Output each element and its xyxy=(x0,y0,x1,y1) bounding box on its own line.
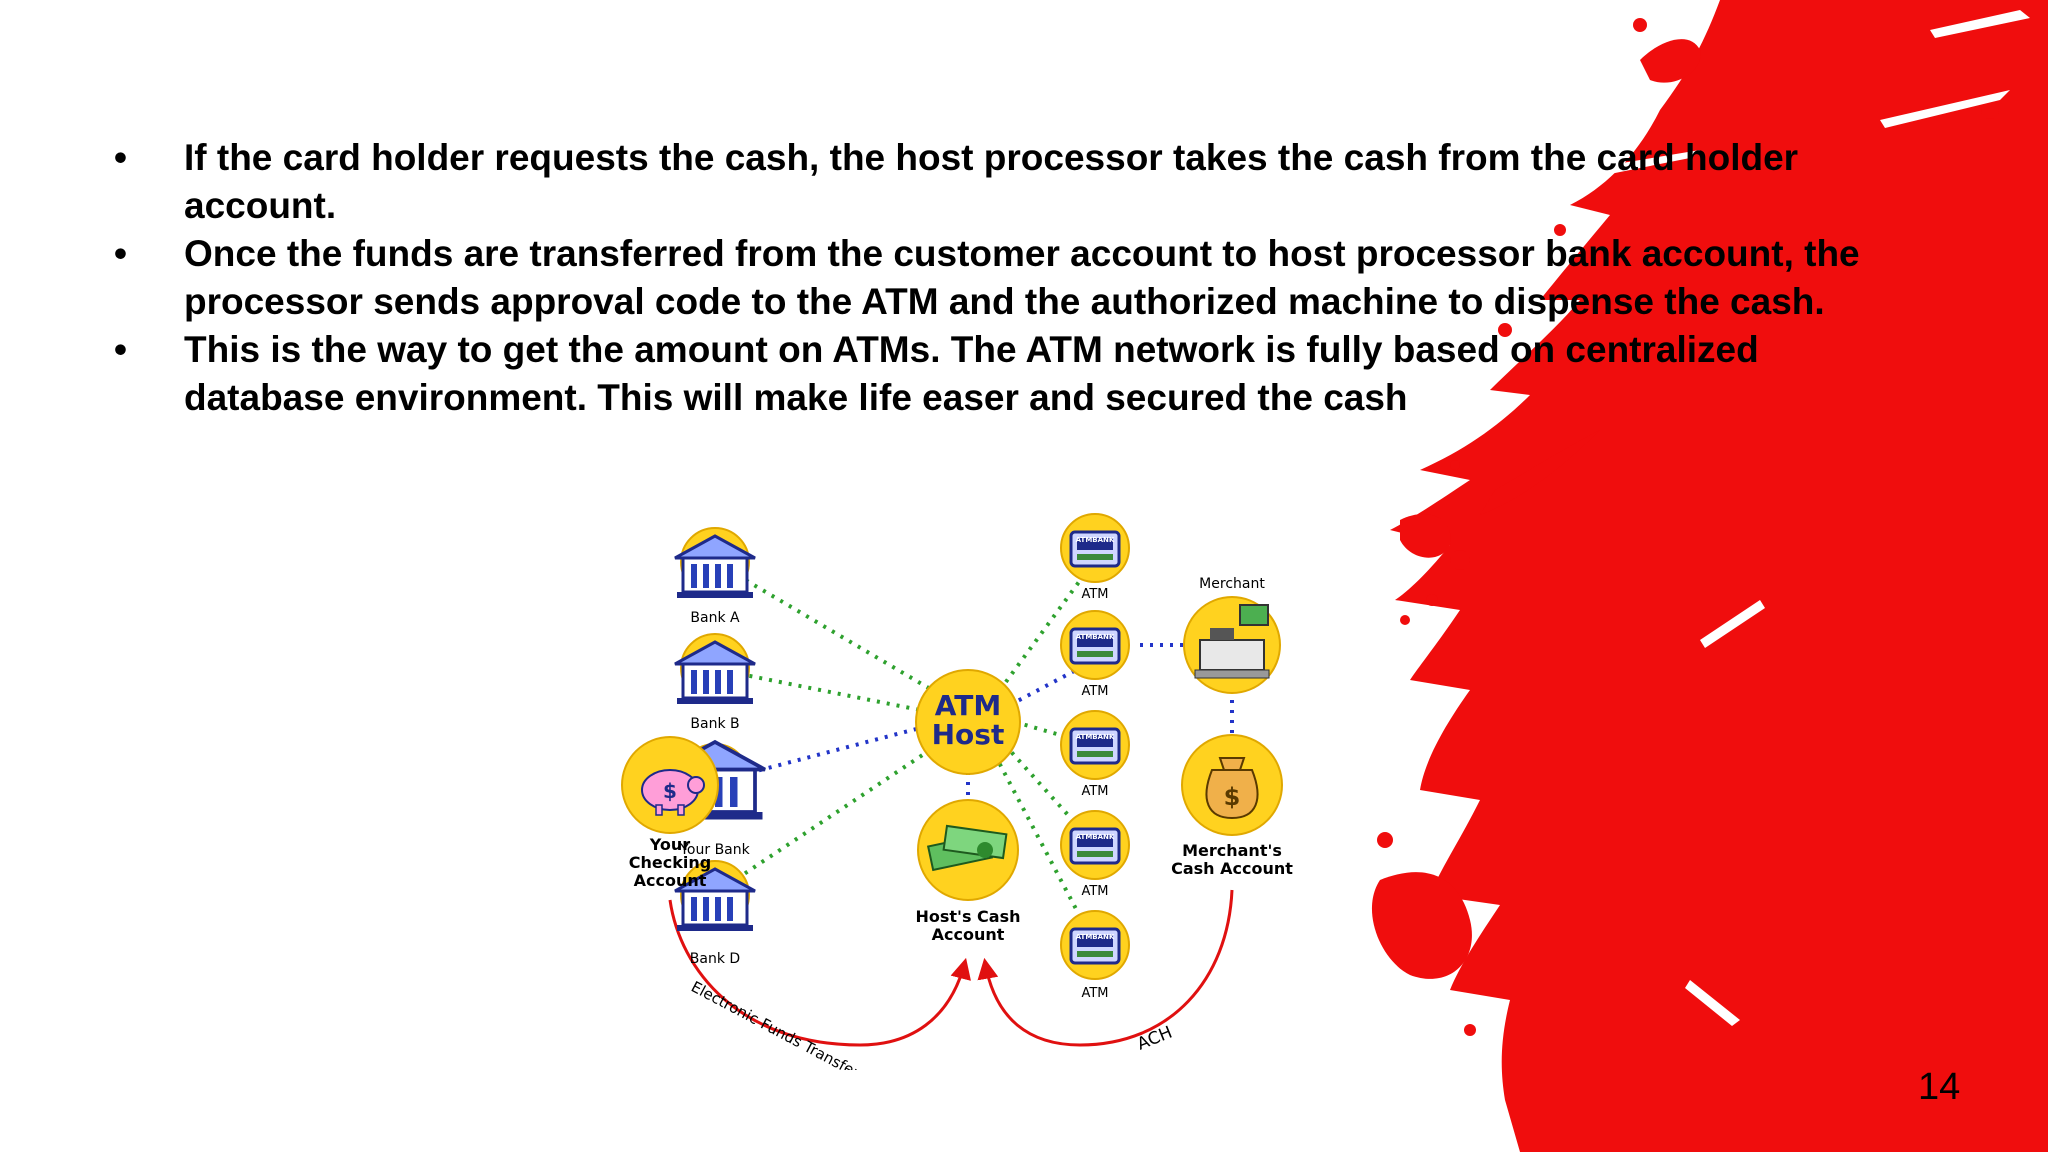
bank-a-label: Bank A xyxy=(690,610,740,626)
atm-label: ATM xyxy=(1081,884,1108,899)
ach-label: ACH xyxy=(1134,1023,1175,1055)
your-bank-label: Your Bank xyxy=(679,842,750,858)
atm-screen-text: ATMBANK xyxy=(1076,733,1115,741)
checking-account-node: $ Your Checking Account xyxy=(621,736,719,890)
cash-stack-icon xyxy=(926,824,1008,872)
atm-network-diagram: Bank A Bank B Your Bank Bank D $ Your Ch… xyxy=(621,513,1293,1070)
merchant-node: Merchant xyxy=(1183,576,1281,694)
atm-node: ATMBANK ATM xyxy=(1060,910,1130,1001)
atm-screen-text: ATMBANK xyxy=(1076,933,1115,941)
host-cash-node: Host's Cash Account xyxy=(916,799,1021,944)
bullet-marker: • xyxy=(114,233,127,274)
cash-register-icon xyxy=(1194,604,1270,679)
atm-node: ATMBANK ATM xyxy=(1060,710,1130,799)
atm-host-label-line2: Host xyxy=(932,718,1005,751)
atm-node: ATMBANK ATM xyxy=(1060,513,1130,602)
svg-text:$: $ xyxy=(663,779,677,803)
eft-label: Electronic Funds Transfer xyxy=(688,978,863,1070)
money-bag-icon: $ xyxy=(1205,757,1259,820)
page-number: 14 xyxy=(1918,1066,1961,1108)
merchant-label: Merchant xyxy=(1199,576,1265,592)
bullet-item: • This is the way to get the amount on AT… xyxy=(110,326,1870,422)
merchant-cash-label-line1: Merchant's xyxy=(1182,841,1282,860)
atm-node: ATMBANK ATM xyxy=(1060,610,1130,699)
bullet-marker: • xyxy=(114,329,127,370)
atm-label: ATM xyxy=(1081,784,1108,799)
atm-screen-text: ATMBANK xyxy=(1076,633,1115,641)
piggy-bank-icon: $ xyxy=(641,769,705,816)
bank-a-node: Bank A xyxy=(673,527,757,626)
ach-arrow xyxy=(977,889,1234,1047)
bullet-list: • If the card holder requests the cash, … xyxy=(110,134,1870,422)
bullet-text: If the card holder requests the cash, th… xyxy=(184,137,1799,226)
svg-text:$: $ xyxy=(1224,783,1241,811)
atm-screen-text: ATMBANK xyxy=(1076,833,1115,841)
bank-b-node: Bank B xyxy=(673,633,757,732)
atm-host-label-line1: ATM xyxy=(935,689,1001,722)
eft-arrow xyxy=(668,899,971,1047)
bank-d-label: Bank D xyxy=(690,951,740,967)
atm-host-node: ATM Host xyxy=(915,669,1021,775)
bullet-text: Once the funds are transferred from the … xyxy=(184,233,1860,322)
host-cash-label-line2: Account xyxy=(932,925,1005,944)
atm-label: ATM xyxy=(1081,587,1108,602)
merchant-cash-label-line2: Cash Account xyxy=(1171,859,1293,878)
checking-label-line2: Checking xyxy=(629,853,711,872)
atm-label: ATM xyxy=(1081,684,1108,699)
bullet-item: • If the card holder requests the cash, … xyxy=(110,134,1870,230)
bullet-item: • Once the funds are transferred from the… xyxy=(110,230,1870,326)
merchant-cash-node: $ Merchant's Cash Account xyxy=(1171,734,1293,878)
atm-node: ATMBANK ATM xyxy=(1060,810,1130,899)
atm-screen-text: ATMBANK xyxy=(1076,536,1115,544)
checking-label-line3: Account xyxy=(634,871,707,890)
bullet-marker: • xyxy=(114,137,127,178)
bank-b-label: Bank B xyxy=(690,716,739,732)
bank-d-node: Bank D xyxy=(673,860,757,967)
checking-label-line1: Your xyxy=(649,835,691,854)
bullet-text: This is the way to get the amount on ATM… xyxy=(184,329,1759,418)
atm-label: ATM xyxy=(1081,986,1108,1001)
host-cash-label-line1: Host's Cash xyxy=(916,907,1021,926)
